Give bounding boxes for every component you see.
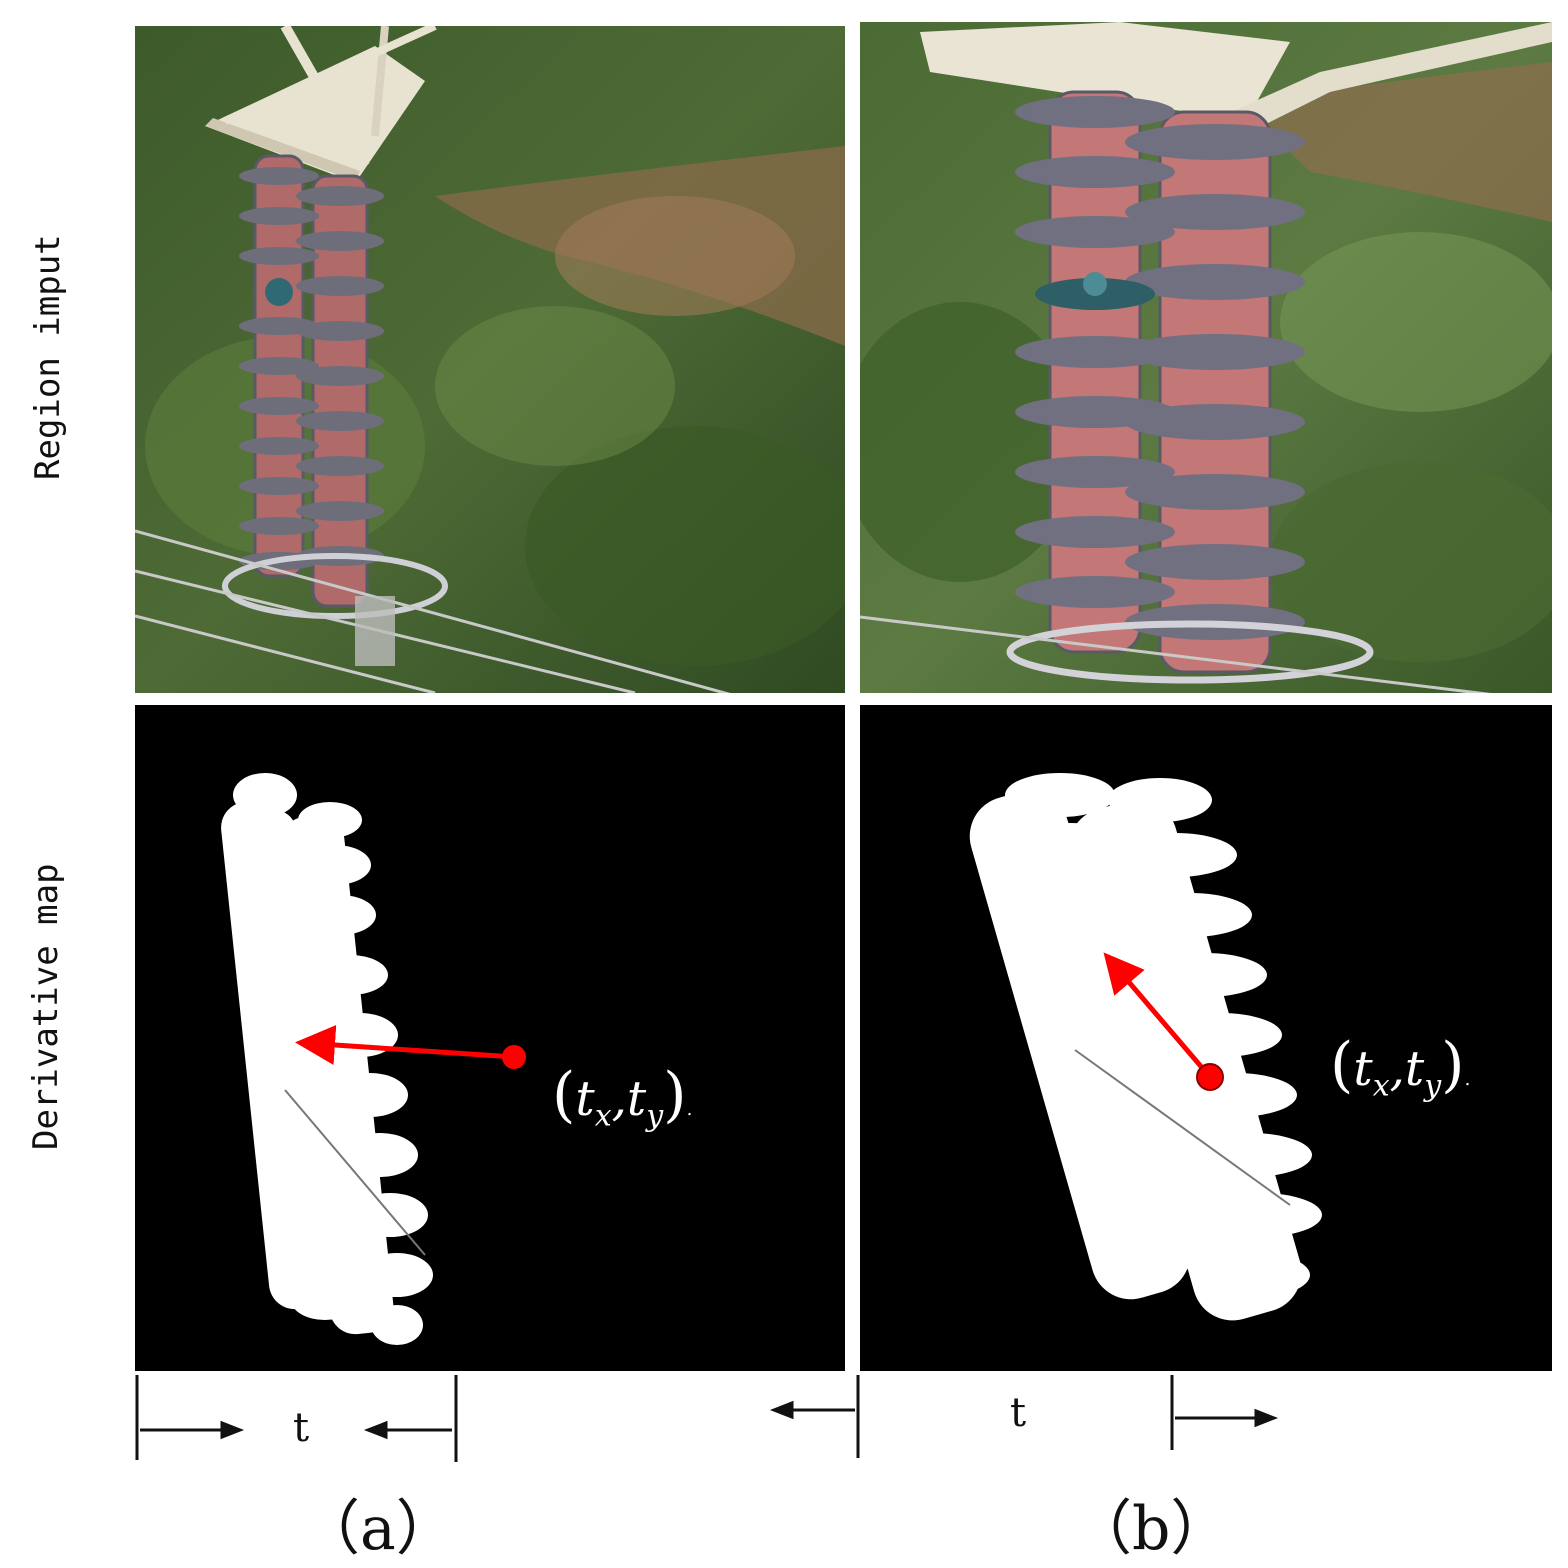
region-input-photo-b — [860, 22, 1552, 693]
insulator-mask-a — [221, 773, 433, 1345]
dimension-a — [135, 1375, 458, 1462]
derivative-map-b — [860, 705, 1552, 1371]
dimension-b — [769, 1375, 1279, 1458]
vector-arrow-a — [295, 1025, 526, 1069]
dimension-label-t-b: t — [1010, 1390, 1027, 1436]
center-point-a — [502, 1045, 526, 1069]
translation-formula-a: (tx,ty). — [552, 1060, 693, 1134]
insulator-mask-b — [969, 773, 1322, 1321]
dimension-label-t-a: t — [293, 1405, 310, 1451]
center-point-b — [1196, 1063, 1224, 1091]
vector-arrow-b — [1103, 952, 1224, 1091]
translation-formula-b: (tx,ty). — [1330, 1030, 1471, 1104]
caption-a: （a） — [300, 1494, 456, 1564]
derivative-map-a — [135, 705, 845, 1371]
region-input-photo-a — [135, 26, 845, 693]
caption-b: （b） — [1072, 1494, 1231, 1564]
